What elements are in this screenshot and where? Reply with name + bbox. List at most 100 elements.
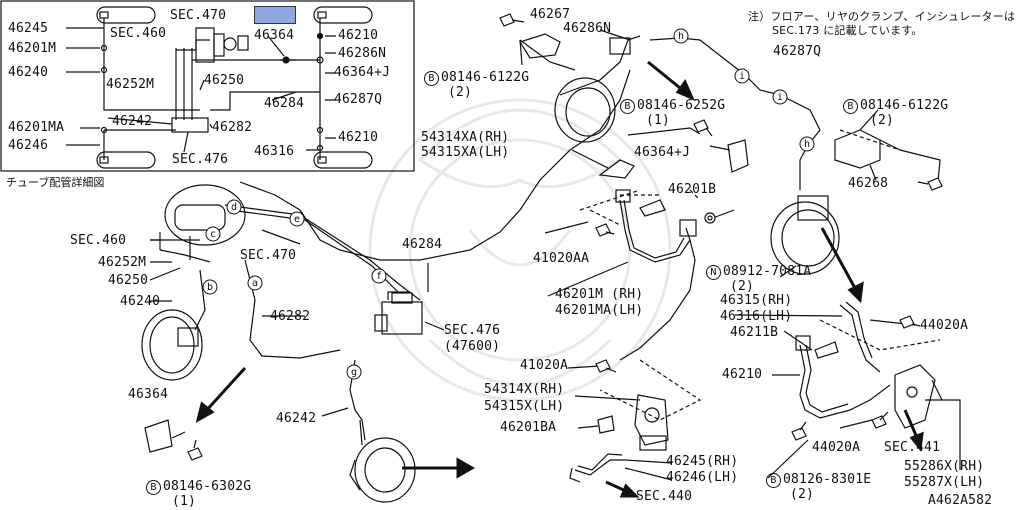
marker-i-2: i xyxy=(777,92,783,103)
marker-h-1: h xyxy=(678,31,684,42)
inset-caption: チューブ配管詳細図 xyxy=(6,176,105,189)
label-46201B: 46201B xyxy=(668,182,717,197)
label-46201M: 46201M (RH) xyxy=(555,287,644,302)
bracket-46268 xyxy=(834,129,881,169)
hose-46210 xyxy=(799,344,891,419)
label-qty-1a: (1) xyxy=(646,113,671,128)
marker-e: e xyxy=(294,214,300,225)
inset-frame xyxy=(0,0,415,172)
bolt-b-marker: B xyxy=(843,99,858,114)
front-left-brake-disc xyxy=(141,309,203,381)
tube-right-front xyxy=(619,239,696,361)
bracket-46267 xyxy=(519,33,561,59)
master-cylinder-booster xyxy=(164,184,246,246)
label-54315X: 54315X(LH) xyxy=(484,399,565,414)
label-44020A-bottom: 44020A xyxy=(812,440,861,455)
inset-label-46287Q: 46287Q xyxy=(334,92,383,107)
inset-wheel-rl xyxy=(96,151,156,169)
abs-actuator xyxy=(381,301,423,335)
marker-d: d xyxy=(231,202,237,213)
label-54314X: 54314X(RH) xyxy=(484,382,565,397)
label-text: 08146-6122G xyxy=(860,98,949,113)
inset-label-46364J: 46364+J xyxy=(334,65,391,80)
label-46315: 46315(RH) xyxy=(720,293,793,308)
hose-46245 xyxy=(574,459,625,476)
note-line-2: SEC.173 に記載しています。 xyxy=(772,24,923,37)
arrows xyxy=(195,60,924,498)
label-47600: (47600) xyxy=(444,339,501,354)
label-sec440: SEC.440 xyxy=(636,489,693,504)
inset-label-sec476: SEC.476 xyxy=(172,152,229,167)
label-46282: 46282 xyxy=(270,309,311,324)
bracket-46364 xyxy=(144,419,173,453)
inset-label-46210-bottom: 46210 xyxy=(338,130,379,145)
label-46246: 46246(LH) xyxy=(666,470,739,485)
inset-wheel-fr xyxy=(313,6,373,24)
front-right-brake-disc xyxy=(554,77,616,143)
bolt-b-marker: B xyxy=(146,480,161,495)
body-outline xyxy=(239,69,631,261)
label-qty-2d: (2) xyxy=(790,487,815,502)
label-46252M: 46252M xyxy=(98,255,147,270)
marker-h-2: h xyxy=(804,139,810,150)
label-text: 08146-6302G xyxy=(163,479,252,494)
label-46286N: 46286N xyxy=(563,21,612,36)
label-qty-2a: (2) xyxy=(448,85,473,100)
inset-label-46252M: 46252M xyxy=(106,77,155,92)
label-46240: 46240 xyxy=(120,294,161,309)
tube-46315 xyxy=(839,304,881,373)
label-46201MA: 46201MA(LH) xyxy=(555,303,644,318)
label-55287X: 55287X(LH) xyxy=(904,475,985,490)
bolt-b-marker: B xyxy=(424,71,439,86)
marker-g: g xyxy=(351,367,357,378)
bracket-46364J xyxy=(727,139,749,173)
label-41020A: 41020A xyxy=(520,358,569,373)
label-46250: 46250 xyxy=(108,273,149,288)
inset-label-sec460: SEC.460 xyxy=(110,26,167,41)
bracket-55286X xyxy=(894,364,936,429)
label-text: 08126-8301E xyxy=(783,472,872,487)
label-41020AA: 41020AA xyxy=(533,251,590,266)
bolt-b-marker: B xyxy=(766,473,781,488)
inset-label-46364: 46364 xyxy=(254,28,295,43)
label-sec470: SEC.470 xyxy=(240,248,297,263)
label-sec441: SEC.441 xyxy=(884,440,941,455)
label-sec476: SEC.476 xyxy=(444,323,501,338)
marker-b: b xyxy=(207,282,213,293)
marker-c: c xyxy=(210,229,216,240)
nut-n-marker: N xyxy=(706,265,721,280)
inset-label-46284: 46284 xyxy=(264,96,305,111)
inset-abs-unit xyxy=(171,117,209,133)
rear-left-brake-disc xyxy=(354,437,416,503)
inset-label-sec470: SEC.470 xyxy=(170,8,227,23)
label-44020A-right: 44020A xyxy=(920,318,969,333)
label-46211B: 46211B xyxy=(730,325,779,340)
inset-label-46210-top: 46210 xyxy=(338,28,379,43)
label-qty-2c: (2) xyxy=(730,279,755,294)
diagram-code: A462A582 xyxy=(928,493,993,508)
inset-label-46242: 46242 xyxy=(112,114,153,129)
label-qty-1b: (1) xyxy=(172,494,197,509)
label-sec460: SEC.460 xyxy=(70,233,127,248)
inset-label-46286N: 46286N xyxy=(338,46,387,61)
label-46364: 46364 xyxy=(128,387,169,402)
bolt-b-marker: B xyxy=(620,99,635,114)
highlighted-part-marker xyxy=(254,6,296,24)
inset-label-46282: 46282 xyxy=(212,120,253,135)
marker-f: f xyxy=(376,271,382,282)
inset-label-46316: 46316 xyxy=(254,144,295,159)
label-46316: 46316(LH) xyxy=(720,309,793,324)
bracket-54314X xyxy=(634,394,669,446)
label-46364J: 46364+J xyxy=(634,145,691,160)
label-46210: 46210 xyxy=(722,367,763,382)
watermark-emblem xyxy=(368,98,672,402)
inset-label-46250: 46250 xyxy=(204,73,245,88)
label-text: 08146-6122G xyxy=(441,70,530,85)
